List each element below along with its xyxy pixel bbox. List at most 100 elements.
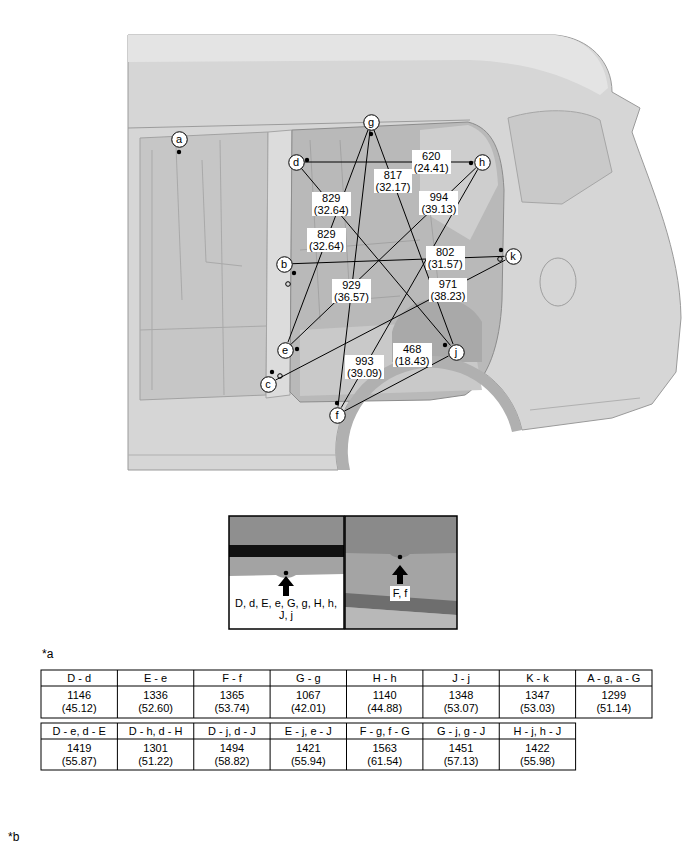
inset-frame <box>229 516 344 629</box>
pointer-arrow <box>278 576 294 596</box>
table-header: K - k <box>499 670 575 686</box>
table-header: D - e, d - E <box>41 723 117 739</box>
marker-outline <box>277 342 293 358</box>
point-marker: c <box>260 376 277 393</box>
table-value: 1422 (55.98) <box>499 739 575 770</box>
point-letter: j <box>455 346 457 358</box>
inset-lower <box>345 607 457 629</box>
table-header: E - e <box>117 670 193 686</box>
dimension-value: 620 (24.41) <box>412 150 451 174</box>
inset-upper <box>345 516 457 558</box>
point-dot <box>469 161 473 165</box>
point-marker: e <box>277 342 294 359</box>
point-dot <box>295 347 299 351</box>
inset-caption: F, f <box>390 586 411 601</box>
table-header: D - d <box>41 670 117 686</box>
marker-outline <box>288 154 304 170</box>
table-header: F - g, f - G <box>347 723 423 739</box>
point-letter: h <box>479 156 485 168</box>
table-grid <box>41 670 652 770</box>
table-header: H - j, h - J <box>499 723 575 739</box>
table-header: H - h <box>347 670 423 686</box>
point-marker: f <box>329 407 346 424</box>
marker-outline <box>505 248 521 264</box>
inset-frame <box>345 516 457 629</box>
table-header: F - f <box>194 670 270 686</box>
inset-panel <box>345 516 457 629</box>
point-dot <box>443 343 447 347</box>
table-border <box>41 670 652 718</box>
table-header: A - g, a - G <box>576 670 652 686</box>
point-marker: k <box>505 248 522 265</box>
table-header: G - j, g - J <box>423 723 499 739</box>
point-dot <box>270 370 274 374</box>
point-letter: c <box>265 378 271 390</box>
point-letter: e <box>282 344 288 356</box>
inset-panel <box>229 516 344 546</box>
inset-ground <box>229 516 344 629</box>
dimension-line <box>374 130 453 344</box>
dimension-value: 994 (39.13) <box>419 191 458 215</box>
rear-hatch-area <box>508 111 612 204</box>
inset-right <box>345 516 457 629</box>
dimension-value: 971 (38.23) <box>429 278 468 302</box>
point-dot <box>292 271 296 275</box>
table-border <box>41 723 576 770</box>
table-header: G - g <box>270 670 346 686</box>
marker-outline <box>171 131 187 147</box>
point-letter: k <box>510 250 516 262</box>
dimension-value: 829 (32.64) <box>307 228 346 252</box>
marker-outline <box>474 154 490 170</box>
dimension-value: 929 (36.57) <box>332 279 371 303</box>
point-letter: f <box>335 409 338 421</box>
measuring-points <box>177 132 503 405</box>
hole-marks <box>278 257 503 379</box>
roof-surface <box>128 35 608 95</box>
figure-tag: *a <box>42 648 53 661</box>
table-value: 1494 (58.82) <box>194 739 270 770</box>
dimension-value: 468 (18.43) <box>393 343 432 367</box>
point-marker: a <box>171 131 188 148</box>
table-header: D - h, d - H <box>117 723 193 739</box>
marker-outline <box>363 114 379 130</box>
sill-line <box>128 398 640 455</box>
point-marker: h <box>474 154 491 171</box>
wheel-arch <box>336 356 522 470</box>
hole-mark <box>498 257 503 262</box>
table-value: 1299 (51.14) <box>576 686 652 718</box>
body-side-panel <box>128 35 681 470</box>
dimension-value: 817 (32.17) <box>374 169 413 193</box>
table-value: 1347 (53.03) <box>499 686 575 718</box>
point-marker: d <box>288 154 305 171</box>
inset-flange <box>229 557 344 578</box>
table-value: 1348 (53.07) <box>423 686 499 718</box>
table-value: 1067 (42.01) <box>270 686 346 718</box>
marker-outline <box>448 344 464 360</box>
marker-outline <box>329 407 345 423</box>
dimension-line <box>291 168 476 344</box>
point-letter: g <box>368 116 374 128</box>
pointer-arrow <box>392 565 408 584</box>
point-marker: g <box>363 114 380 131</box>
dimension-line <box>292 256 504 263</box>
inset-left <box>229 516 344 629</box>
rear-door-opening <box>290 122 504 402</box>
point-letter: a <box>176 133 182 145</box>
table-value: 1301 (51.22) <box>117 739 193 770</box>
fuel-lid <box>540 258 576 306</box>
dimension-value: 829 (32.64) <box>312 192 351 216</box>
inset-caption: D, d, E, e, G, g, H, h, J, j <box>234 597 338 627</box>
point-marker: b <box>276 256 293 273</box>
marker-outline <box>260 376 276 392</box>
point-marker: j <box>448 344 465 361</box>
table-value: 1563 (61.54) <box>347 739 423 770</box>
point-letter: d <box>293 156 299 168</box>
dimension-line <box>288 130 368 342</box>
table-value: 1419 (55.87) <box>41 739 117 770</box>
table-header: D - j, d - J <box>194 723 270 739</box>
point-dot <box>284 571 289 576</box>
dimension-value: 993 (39.09) <box>345 355 384 379</box>
